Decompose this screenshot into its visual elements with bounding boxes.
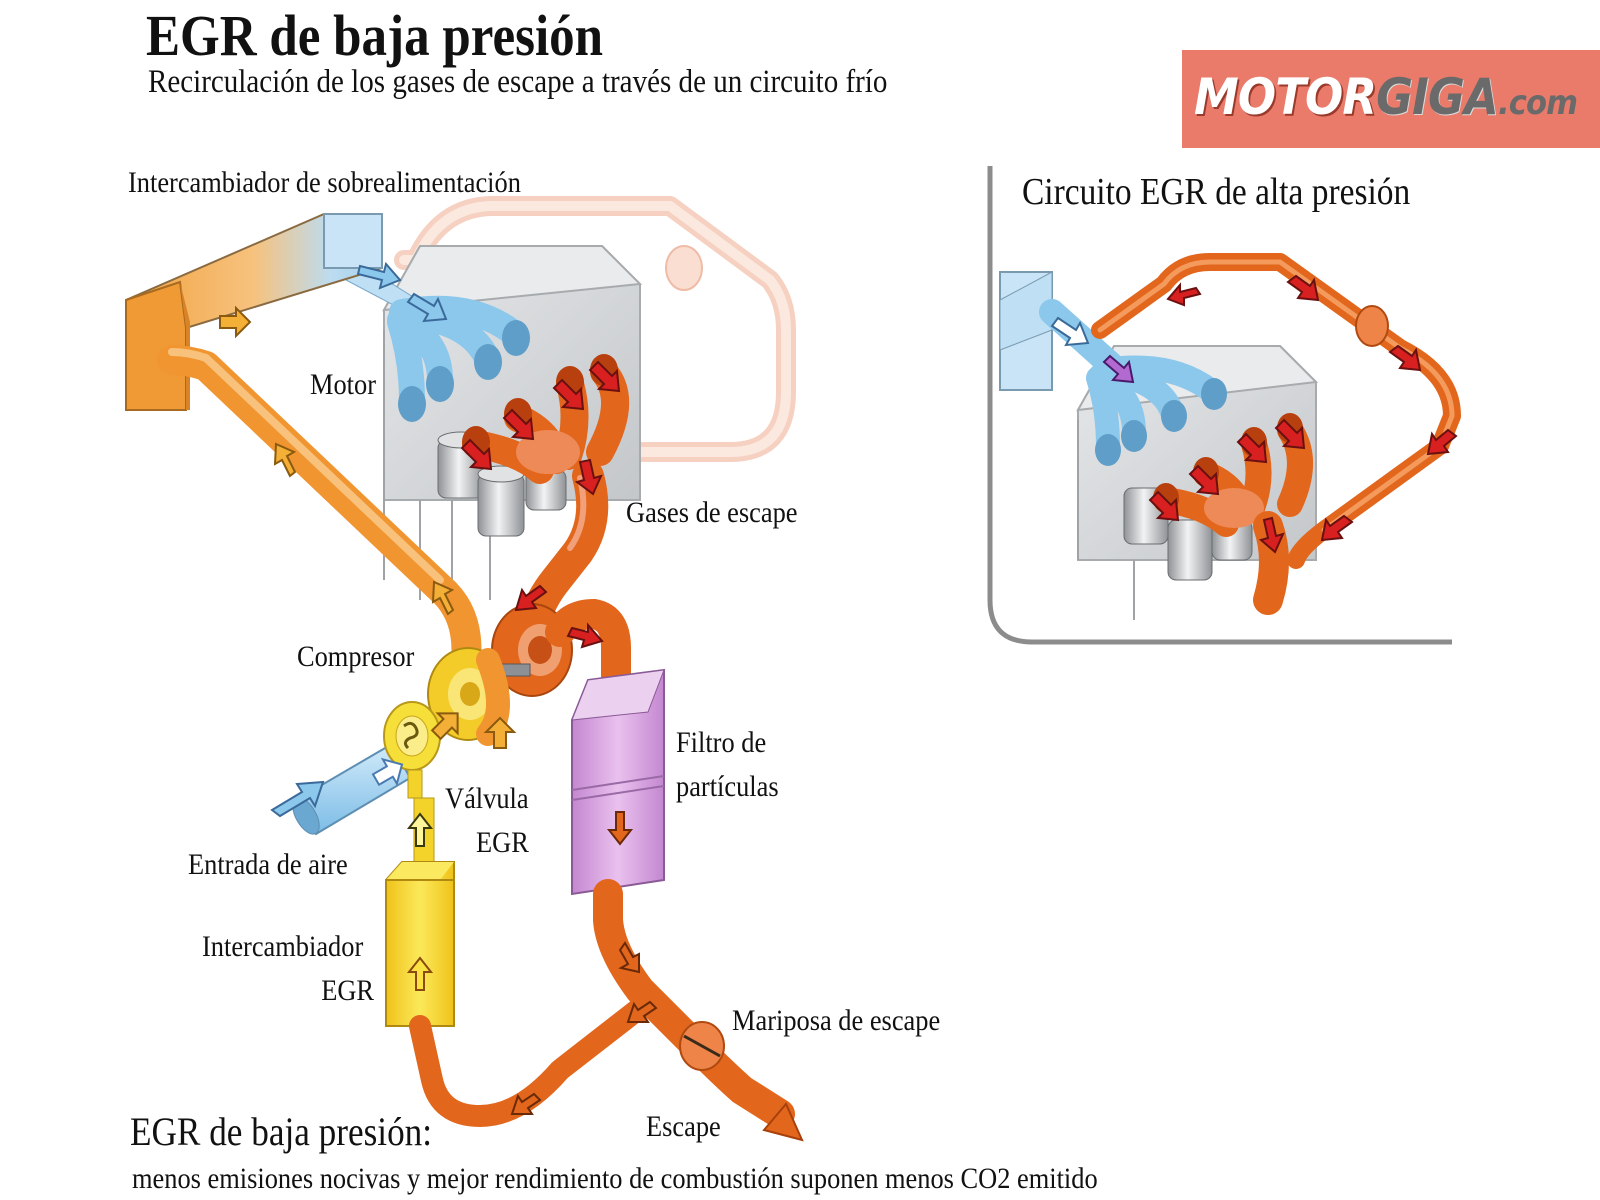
label-charge-air-intercooler: Intercambiador de sobrealimentación	[128, 166, 521, 199]
label-air-intake: Entrada de aire	[188, 848, 348, 881]
inset-high-pressure-loop	[1091, 253, 1461, 569]
flow-arrows-main	[219, 261, 658, 1115]
logo-part-motor: MOTOR	[1194, 68, 1377, 126]
turbine-to-filter-pipe	[545, 598, 631, 715]
exhaust-arrows-main	[460, 360, 621, 649]
label-particulate-filter-line1: Filtro de	[676, 726, 767, 759]
label-exhaust-outlet: Escape	[646, 1110, 721, 1143]
inset-title: Circuito EGR de alta presión	[1022, 171, 1411, 213]
caption-text: menos emisiones nocivas y mejor rendimie…	[132, 1162, 1098, 1195]
label-particulate-filter-line2: partículas	[676, 770, 779, 803]
high-pressure-valve-ghost	[665, 245, 703, 291]
caption-heading: EGR de baja presión:	[130, 1109, 433, 1154]
exhaust-outlet-arrow	[762, 1102, 804, 1142]
particulate-filter	[571, 668, 665, 896]
logo-part-giga: GIGA	[1376, 68, 1499, 126]
label-egr-cooler-line2: EGR	[321, 974, 374, 1007]
page-title: EGR de baja presión	[146, 3, 604, 68]
pistons	[437, 431, 567, 537]
label-engine: Motor	[310, 368, 376, 401]
motorgiga-logo: MOTORGIGA.com	[1182, 50, 1600, 148]
logo-wordmark: MOTORGIGA.com	[1194, 68, 1578, 126]
inset-egr-valve	[1355, 305, 1389, 347]
inset-exhaust-manifold	[1148, 413, 1313, 615]
inset-intake	[999, 271, 1227, 466]
label-exhaust-butterfly: Mariposa de escape	[732, 1004, 941, 1037]
label-egr-valve-line1: Válvula	[445, 782, 529, 815]
label-exhaust-gases: Gases de escape	[626, 496, 798, 529]
charge-air-intercooler	[125, 213, 383, 411]
label-egr-cooler-line1: Intercambiador	[202, 930, 364, 963]
exhaust-butterfly	[679, 1021, 725, 1071]
exhaust-tailpipe	[593, 879, 795, 1129]
logo-part-domain: .com	[1497, 83, 1578, 123]
egr-cooler	[385, 861, 455, 1027]
inset-frame	[987, 166, 1452, 645]
label-compressor: Compresor	[297, 640, 415, 673]
low-pressure-egr-pipe	[409, 989, 661, 1127]
page-subtitle: Recirculación de los gases de escape a t…	[148, 64, 888, 100]
label-egr-valve-line2: EGR	[476, 826, 529, 859]
